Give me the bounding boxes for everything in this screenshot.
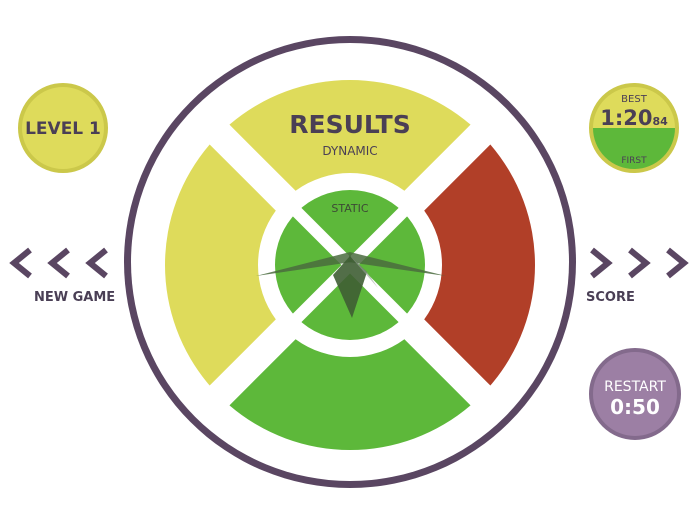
segment-left [165,144,276,386]
segment-bottom [229,339,471,451]
chevron-left-icon [9,247,32,279]
segment-top [229,79,471,191]
chevron-left-icon [85,247,108,279]
restart-label: RESTART [604,379,666,395]
results-title: RESULTS [289,110,410,139]
restart-time: 0:50 [610,395,660,419]
restart-button[interactable]: RESTART 0:50 [589,348,681,440]
dynamic-label: DYNAMIC [322,144,377,158]
static-label: STATIC [331,202,368,215]
needle-shadow [350,256,378,288]
best-time-ms: 84 [652,115,668,128]
best-time: 1:2084 [593,106,675,130]
new-game-button[interactable]: NEW GAME [34,290,116,305]
needle-right [348,252,446,276]
chevron-right-icon [666,247,689,279]
score-arrows[interactable] [590,247,689,279]
level-badge: LEVEL 1 [18,83,108,173]
best-time-badge: BEST 1:2084 FIRST [589,83,679,173]
chevron-right-icon [628,247,651,279]
chevron-right-icon [590,247,613,279]
needle-down [333,256,367,318]
score-button[interactable]: SCORE [586,290,635,305]
best-label: BEST [621,94,647,105]
chevron-left-icon [47,247,70,279]
segment-right [424,144,535,386]
level-label: LEVEL 1 [25,119,101,139]
rank-label: FIRST [621,156,647,166]
needle-left [256,252,352,276]
best-time-main: 1:20 [600,106,653,130]
new-game-arrows[interactable] [9,247,108,279]
